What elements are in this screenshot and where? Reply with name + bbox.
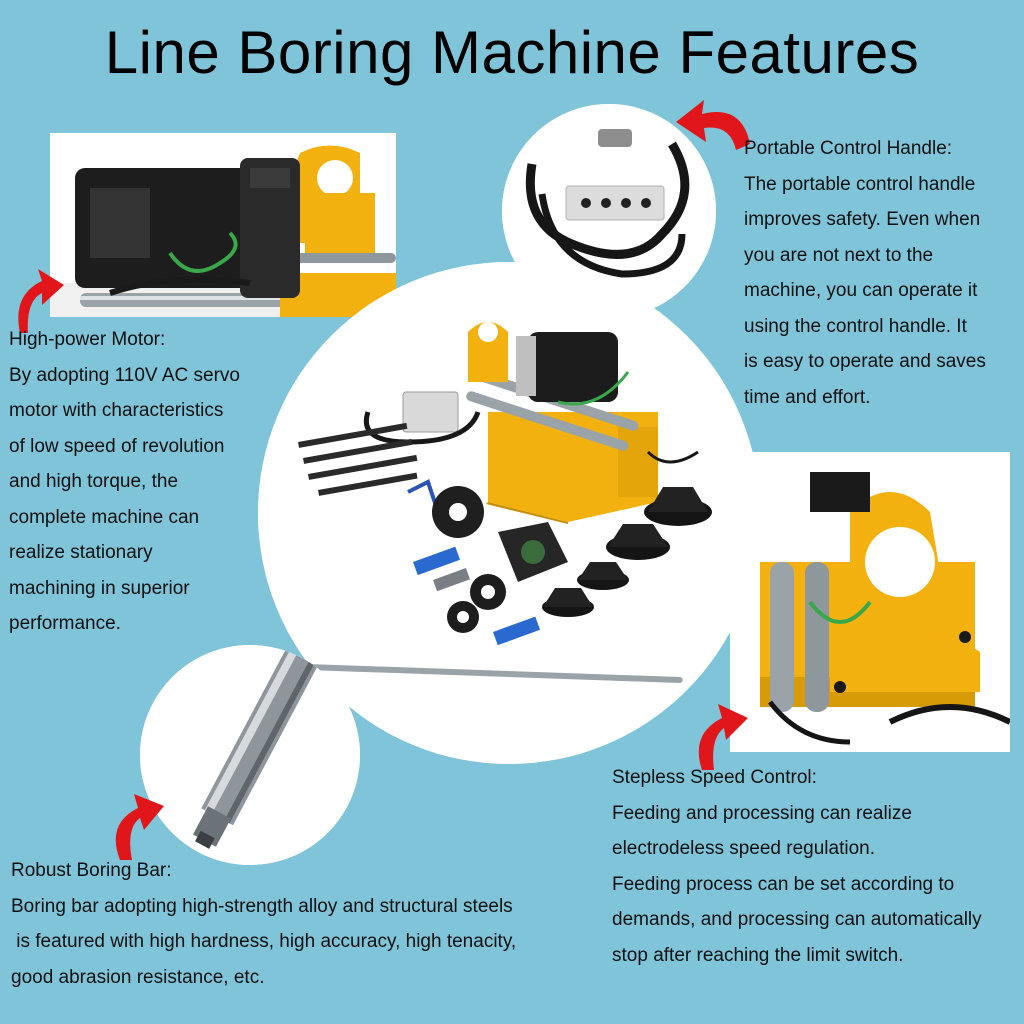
motor-line: realize stationary (9, 542, 153, 563)
motor-line: of low speed of revolution (9, 435, 225, 457)
bar-heading: Robust Boring Bar: (11, 860, 172, 881)
arrow-icon-speed (698, 704, 748, 770)
bar-line: good abrasion resistance, etc. (11, 966, 265, 988)
handle-description: Portable Control Handle: The portable co… (744, 131, 986, 415)
speed-line: Feeding and processing can realize (612, 802, 912, 824)
handle-line: you are not next to the (744, 244, 934, 266)
motor-line: complete machine can (9, 506, 200, 528)
handle-line: using the control handle. It (744, 315, 967, 337)
motor-line: machining in superior (9, 577, 190, 599)
page-title: Line Boring Machine Features (104, 19, 920, 86)
motor-line: performance. (9, 613, 121, 634)
speed-description: Stepless Speed Control: Feeding and proc… (612, 760, 982, 973)
arrow-icon-motor (18, 269, 64, 333)
speed-control-illustration (730, 452, 1010, 752)
arrow-icon-bar (115, 794, 164, 860)
handle-line: The portable control handle (744, 173, 976, 195)
bar-line: is featured with high hardness, high acc… (11, 931, 517, 952)
machine-kit-photo (258, 262, 760, 764)
motor-line: motor with characteristics (9, 400, 224, 421)
speed-heading: Stepless Speed Control: (612, 767, 817, 788)
boring-bar-photo (140, 645, 360, 865)
machine-kit-illustration (258, 262, 760, 764)
motor-photo (50, 133, 396, 317)
motor-illustration (50, 133, 396, 317)
speed-line: demands, and processing can automaticall… (612, 909, 982, 930)
motor-heading: High-power Motor: (9, 329, 166, 350)
motor-line: and high torque, the (9, 471, 179, 492)
handle-line: improves safety. Even when (744, 209, 981, 230)
handle-line: is easy to operate and saves (744, 351, 986, 372)
speed-control-photo (730, 452, 1010, 752)
arrow-icon-handle (676, 100, 750, 150)
handle-line: time and effort. (744, 386, 871, 408)
handle-heading: Portable Control Handle: (744, 138, 953, 159)
speed-line: stop after reaching the limit switch. (612, 944, 904, 966)
motor-description: High-power Motor: By adopting 110V AC se… (9, 322, 240, 642)
speed-line: electrodeless speed regulation. (612, 838, 876, 859)
speed-line: Feeding process can be set according to (612, 873, 955, 895)
handle-line: machine, you can operate it (744, 280, 978, 301)
motor-line: By adopting 110V AC servo (9, 364, 240, 386)
bar-line: Boring bar adopting high-strength alloy … (11, 895, 513, 917)
bar-description: Robust Boring Bar: Boring bar adopting h… (11, 853, 516, 995)
boring-bar-illustration (140, 645, 360, 865)
